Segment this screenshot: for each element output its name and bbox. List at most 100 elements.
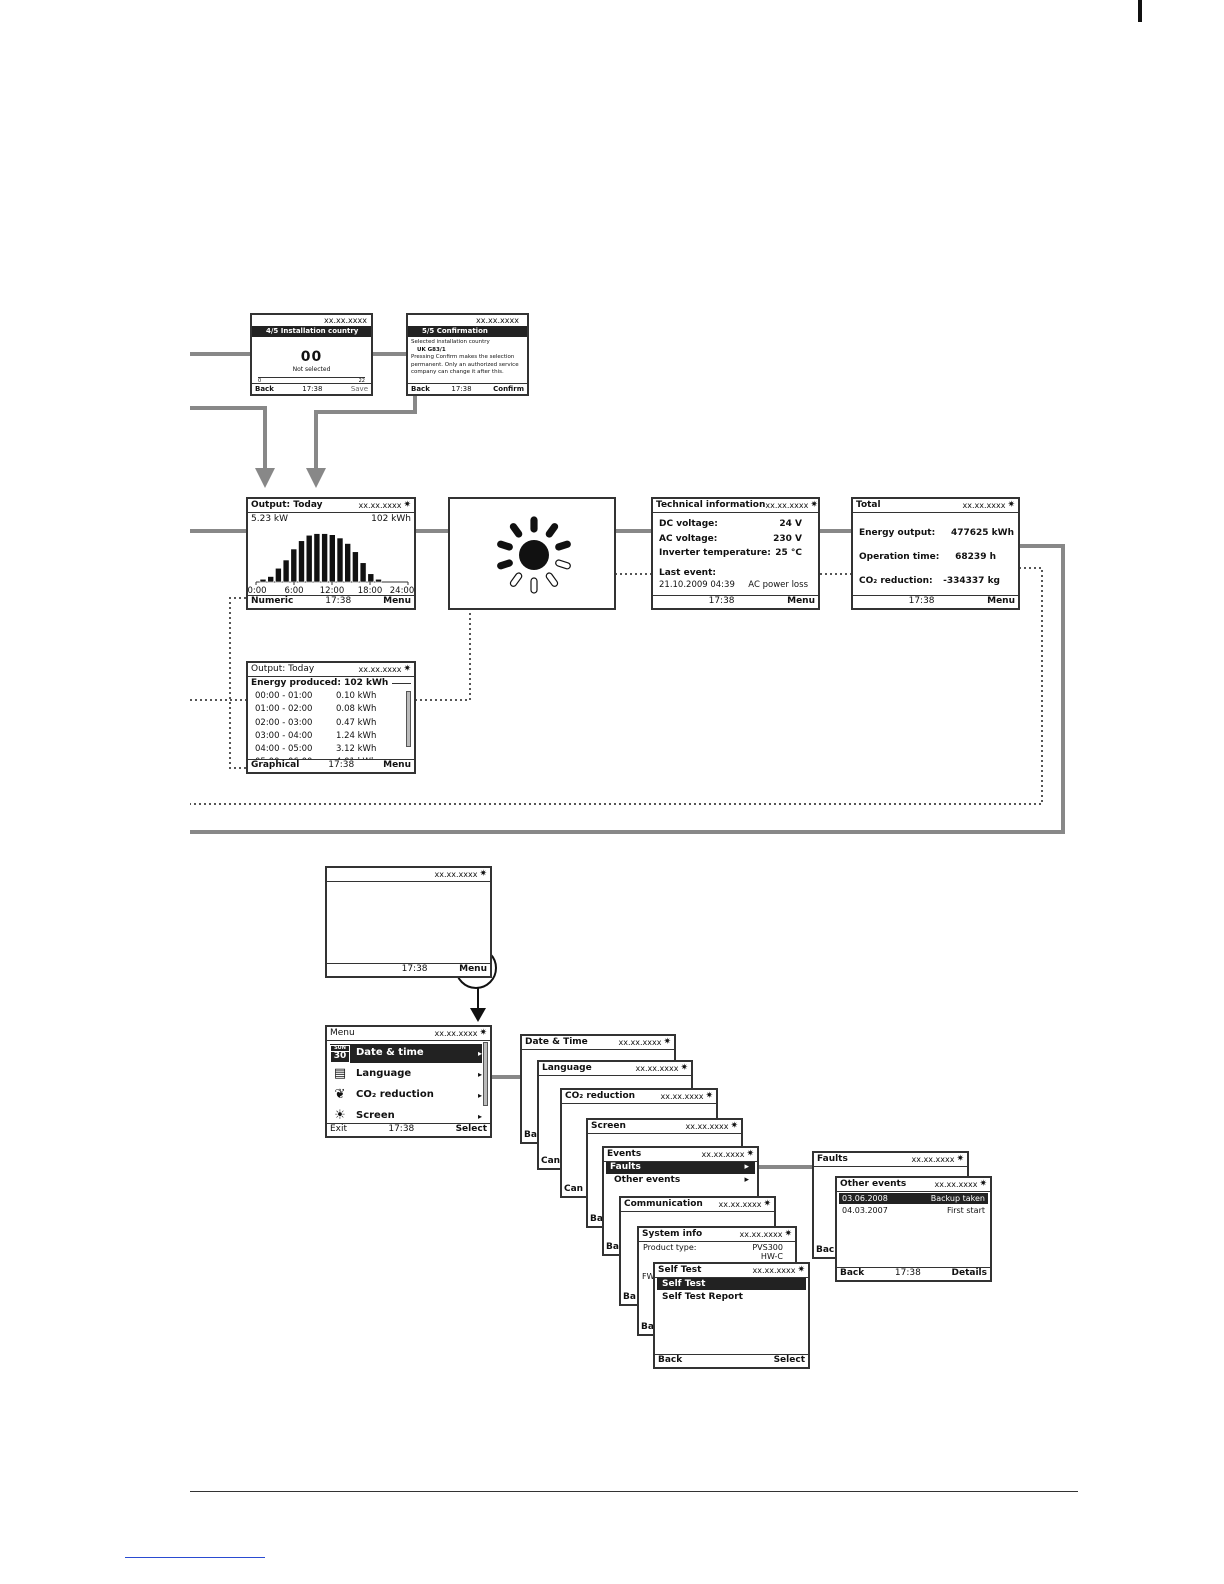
event-date: 04.03.2007 [842, 1205, 888, 1215]
back-button-fragment[interactable]: Bac [816, 1244, 835, 1255]
back-button[interactable]: Back [658, 1355, 683, 1366]
list-scrollbar[interactable] [406, 691, 411, 747]
events-item-faults[interactable]: Faults▸ [606, 1162, 755, 1174]
technical-info-screen: Technical information xx.xx.xxxx✷ DC vol… [651, 497, 820, 610]
menu-button[interactable]: Menu [987, 596, 1015, 607]
exit-button[interactable]: Exit [330, 1124, 348, 1135]
menu-item-label: CO₂ reduction [356, 1089, 434, 1101]
back-button-fragment[interactable]: Ba [524, 1129, 537, 1140]
sun-ray [530, 577, 538, 594]
chevron-right-icon: ▸ [477, 1090, 482, 1100]
confirm-button[interactable]: Confirm [493, 384, 524, 393]
back-button-fragment[interactable]: Ba [590, 1213, 603, 1224]
hour-energy: 3.12 kWh [336, 744, 377, 755]
menu-item-co2-reduction[interactable]: ❦ CO₂ reduction ▸ [330, 1086, 482, 1105]
firmware-label-fragment: FW [642, 1272, 655, 1281]
date-label: xx.xx.xxxx [618, 1037, 662, 1047]
confirmation-line-4: permanent. Only an authorized service [411, 361, 519, 368]
back-button[interactable]: Back [840, 1268, 865, 1279]
sun-icon: ✷ [956, 1154, 964, 1164]
country-status: Not selected [292, 366, 331, 373]
events-item-other-events[interactable]: Other events▸ [606, 1175, 755, 1187]
details-button[interactable]: Details [951, 1268, 987, 1279]
sun-icon: ✷ [746, 1149, 754, 1159]
screen-title: System info [642, 1228, 703, 1239]
footer-link-underline[interactable] [125, 1557, 265, 1558]
event-text: First start [946, 1205, 985, 1215]
clock-label: 17:38 [894, 1268, 921, 1279]
menu-item-screen[interactable]: ☀ Screen ▸ [330, 1107, 482, 1126]
energy-output-value: 477625 kWh [950, 528, 1014, 538]
sun-ray [509, 572, 523, 587]
sun-ray [555, 559, 571, 570]
clock-label: 17:38 [302, 384, 323, 393]
sun-icon: ✷ [797, 1265, 805, 1275]
sun-ray [545, 523, 559, 538]
output-bar [329, 534, 336, 583]
cancel-button-fragment[interactable]: Can [564, 1183, 584, 1194]
sun-ray [530, 516, 538, 533]
screen-title: Output: Today [251, 499, 323, 510]
output-bar [352, 551, 359, 583]
back-button-fragment[interactable]: Ba [623, 1291, 636, 1302]
menu-button[interactable]: Menu [383, 760, 411, 771]
clock-label: 17:38 [401, 964, 428, 975]
dc-voltage-value: 24 V [779, 519, 802, 529]
hour-range: 02:00 - 03:00 [255, 717, 313, 728]
output-bar [275, 567, 282, 583]
output-bar [282, 559, 290, 583]
hour-energy: 0.10 kWh [336, 691, 377, 701]
back-button-fragment[interactable]: Bac [641, 1321, 660, 1332]
select-button[interactable]: Select [773, 1355, 805, 1366]
event-row[interactable]: 04.03.2007 First start [839, 1205, 988, 1216]
screen-title: Communication [624, 1198, 703, 1209]
back-button[interactable]: Back [255, 384, 274, 393]
menu-button[interactable]: Menu [787, 596, 815, 607]
screen-title: Date & Time [525, 1036, 588, 1047]
back-button-fragment[interactable]: Ba [606, 1241, 619, 1252]
last-event-label: Last event: [659, 568, 716, 578]
x-tick-label: 18:00 [358, 586, 383, 596]
date-label: xx.xx.xxxx [739, 1229, 783, 1239]
x-tick-label: 6:00 [284, 586, 303, 596]
menu-item-language[interactable]: ▤ Language ▸ [330, 1065, 482, 1084]
menu-item-label: Date & time [356, 1047, 424, 1059]
country-code[interactable]: 00 [300, 349, 323, 365]
brightness-icon: ☀ [334, 1108, 346, 1124]
product-type-label: Product type: [643, 1243, 697, 1252]
menu-item-label: Language [356, 1068, 412, 1080]
sun-screen [448, 497, 616, 610]
output-bar [321, 533, 328, 583]
event-text: Backup taken [930, 1193, 985, 1203]
date-label: xx.xx.xxxx [962, 500, 1006, 510]
clock-label: 17:38 [388, 1124, 415, 1135]
date-label: xx.xx.xxxx [752, 1265, 796, 1275]
page-edge-mark [1138, 0, 1142, 22]
confirmation-line-1: Selected installation country [411, 339, 490, 345]
inverter-temp-label: Inverter temperature: [659, 548, 771, 558]
select-button[interactable]: Select [455, 1124, 487, 1135]
numeric-button[interactable]: Numeric [251, 596, 294, 607]
screen-title: CO₂ reduction [565, 1090, 636, 1101]
menu-button[interactable]: Menu [459, 964, 487, 975]
menu-scrollbar[interactable] [483, 1042, 488, 1106]
graphical-button[interactable]: Graphical [251, 760, 300, 771]
self-test-item[interactable]: Self Test [657, 1278, 806, 1290]
back-button[interactable]: Back [411, 384, 430, 393]
hour-energy: 0.47 kWh [336, 717, 377, 728]
cancel-button-fragment[interactable]: Can [541, 1155, 561, 1166]
clock-label: 17:38 [451, 384, 472, 393]
output-bar [259, 578, 267, 583]
chevron-right-icon: ▸ [744, 1175, 749, 1186]
hour-energy: 0.08 kWh [336, 704, 377, 715]
save-button[interactable]: Save [350, 384, 368, 393]
self-test-report-item[interactable]: Self Test Report [662, 1292, 743, 1302]
country-slider[interactable] [258, 377, 365, 378]
sun-icon: ✷ [784, 1229, 792, 1239]
menu-button[interactable]: Menu [383, 596, 411, 607]
output-numeric-screen: Output: Today xx.xx.xxxx✷ Energy produce… [246, 661, 416, 774]
